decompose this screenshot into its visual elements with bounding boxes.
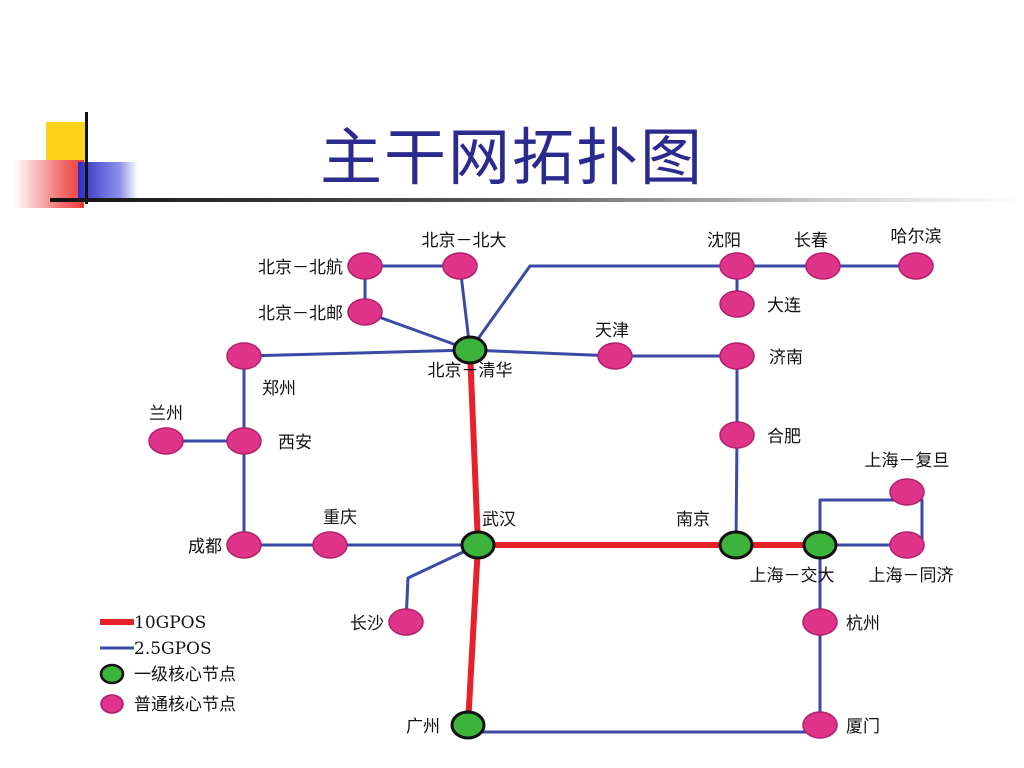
node-label-sh_fd: 上海－复旦 bbox=[865, 451, 950, 471]
node-gz bbox=[450, 710, 486, 740]
node-label-bj_bh: 北京－北航 bbox=[258, 258, 343, 278]
node-label-hz: 杭州 bbox=[846, 614, 880, 634]
deco-yellow-square bbox=[46, 122, 86, 162]
node-label-cc: 长春 bbox=[794, 231, 828, 251]
node-label-sy: 沈阳 bbox=[707, 231, 741, 251]
node-xm bbox=[802, 711, 838, 739]
node-hz bbox=[802, 608, 838, 636]
legend-swatch-normal-node bbox=[100, 694, 124, 714]
node-hf bbox=[719, 421, 755, 449]
link-bj_qh-sy bbox=[468, 264, 737, 351]
node-label-jn: 济南 bbox=[769, 348, 803, 368]
node-label-tj: 天津 bbox=[595, 321, 629, 341]
node-label-heb: 哈尔滨 bbox=[891, 227, 942, 247]
node-bj_bh bbox=[347, 252, 383, 280]
link-wh-cs bbox=[404, 543, 479, 623]
node-label-cq: 重庆 bbox=[323, 508, 357, 528]
node-label-bj_qh: 北京－清华 bbox=[428, 361, 513, 381]
link-bj_qh-wh bbox=[467, 349, 481, 546]
node-label-bj_by: 北京－北邮 bbox=[258, 304, 343, 324]
node-label-dl: 大连 bbox=[767, 296, 801, 316]
node-label-lz: 兰州 bbox=[149, 404, 183, 424]
node-bj_by bbox=[347, 298, 383, 326]
node-label-xm: 厦门 bbox=[846, 717, 880, 737]
node-lz bbox=[148, 427, 184, 455]
node-zz bbox=[226, 342, 262, 370]
node-label-sh_tj: 上海－同济 bbox=[869, 566, 954, 586]
node-label-gz: 广州 bbox=[406, 717, 440, 737]
node-label-cd: 成都 bbox=[188, 537, 222, 557]
legend-label-normal-node: 普通核心节点 bbox=[134, 695, 236, 715]
link-bj_by-bj_qh bbox=[364, 310, 471, 352]
node-bj_qh bbox=[452, 335, 488, 365]
legend-swatch-core-node bbox=[99, 663, 125, 685]
node-wh bbox=[460, 530, 496, 560]
link-wh-gz bbox=[465, 544, 481, 726]
node-sy bbox=[719, 252, 755, 280]
node-tj bbox=[597, 342, 633, 370]
page-title: 主干网拓扑图 bbox=[319, 121, 704, 194]
legend-label-link-10g: 10GPOS bbox=[134, 613, 206, 633]
link-bj_qh-tj bbox=[469, 348, 616, 358]
link-bj_qh-zz bbox=[243, 348, 471, 358]
node-heb bbox=[898, 252, 934, 280]
node-label-nj: 南京 bbox=[676, 510, 710, 530]
node-sh_jd bbox=[802, 530, 838, 560]
node-cd bbox=[226, 531, 262, 559]
node-cs bbox=[388, 608, 424, 636]
node-label-xa: 西安 bbox=[278, 433, 312, 453]
node-dl bbox=[719, 290, 755, 318]
link-hf-nj bbox=[734, 434, 739, 546]
node-label-wh: 武汉 bbox=[482, 510, 516, 530]
node-label-hf: 合肥 bbox=[767, 427, 801, 447]
node-nj bbox=[718, 530, 754, 560]
deco-blue-square bbox=[78, 162, 138, 202]
node-label-zz: 郑州 bbox=[262, 379, 296, 399]
node-label-bj_bd: 北京－北大 bbox=[422, 231, 507, 251]
title-rule bbox=[50, 198, 1024, 202]
node-bj_bd bbox=[442, 252, 478, 280]
node-label-sh_jd: 上海－交大 bbox=[750, 566, 835, 586]
node-xa bbox=[226, 427, 262, 455]
node-jn bbox=[719, 342, 755, 370]
node-cq bbox=[312, 531, 348, 559]
legend-label-link-2-5g: 2.5GPOS bbox=[134, 639, 212, 659]
deco-vertical-line bbox=[85, 112, 88, 204]
legend-label-core-node: 一级核心节点 bbox=[134, 665, 236, 685]
node-sh_tj bbox=[889, 531, 925, 559]
node-cc bbox=[805, 252, 841, 280]
node-sh_fd bbox=[889, 478, 925, 506]
node-label-cs: 长沙 bbox=[350, 614, 384, 634]
